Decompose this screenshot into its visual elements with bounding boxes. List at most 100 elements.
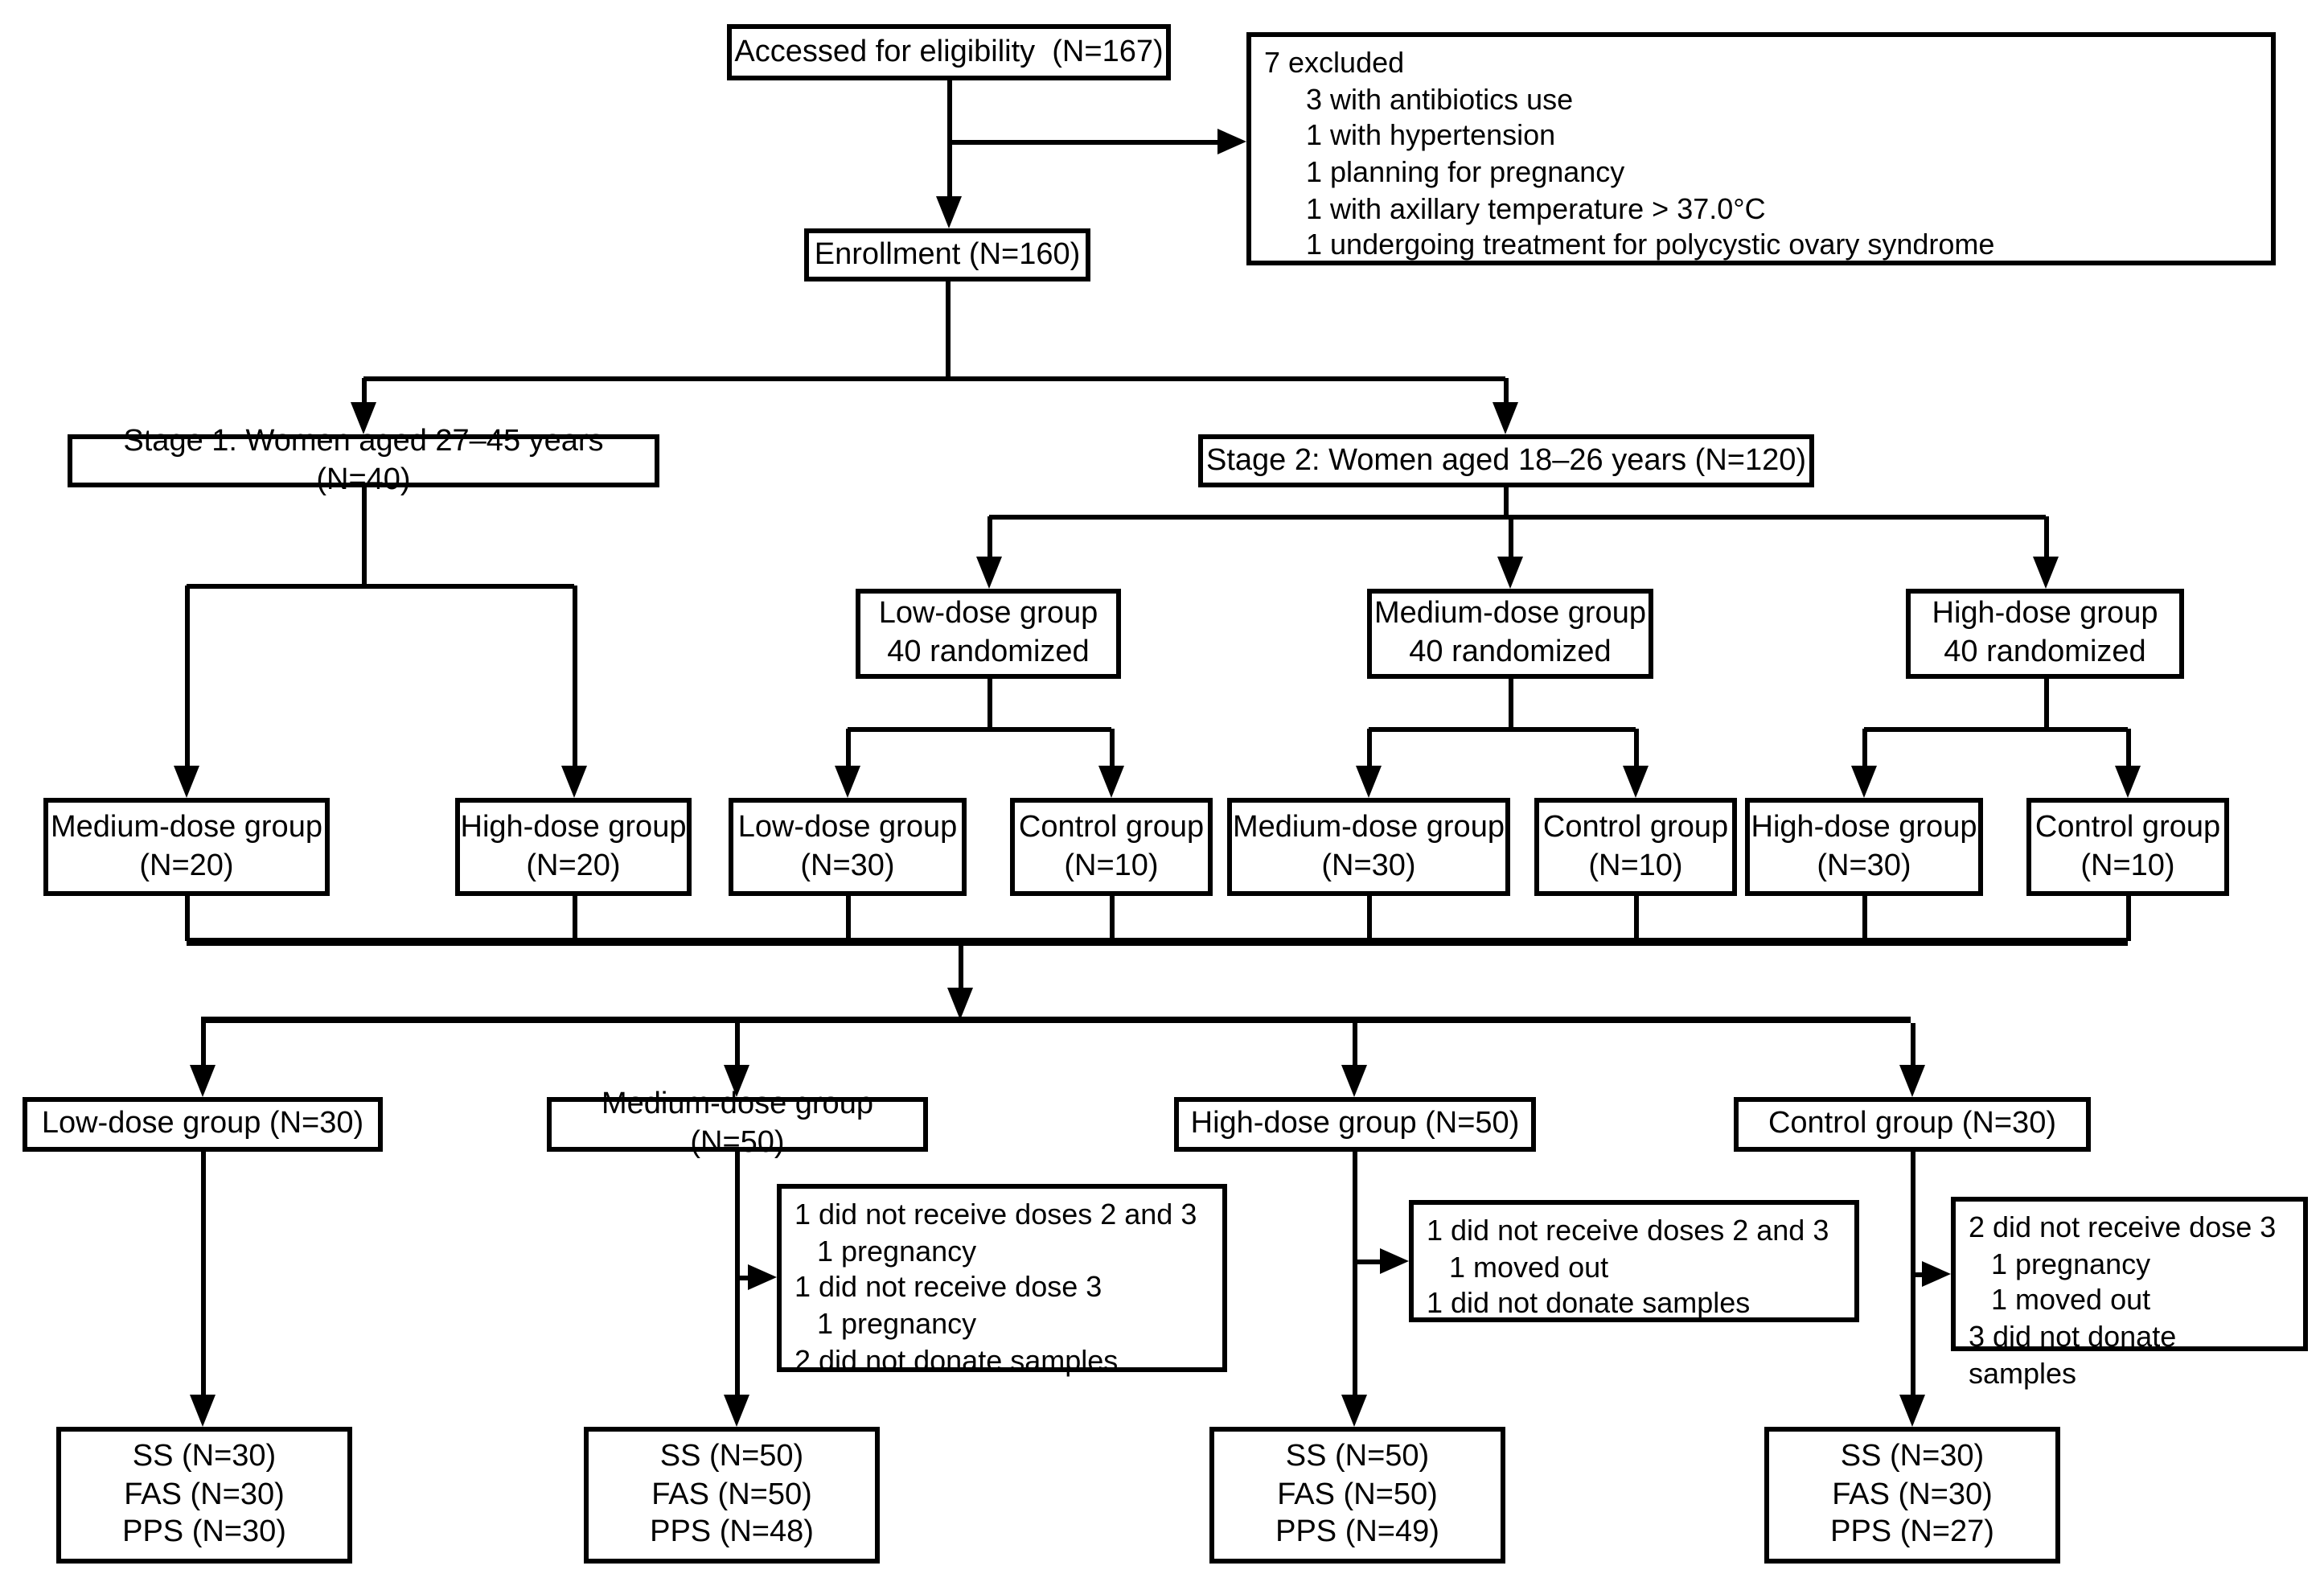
alloc-line: (N=30) — [1817, 849, 1911, 882]
arrowhead-right — [1380, 1248, 1409, 1274]
dropout-line: 1 pregnancy — [817, 1308, 977, 1341]
analysis-line: PPS (N=49) — [1275, 1515, 1439, 1550]
excluded-item: 1 planning for pregnancy — [1306, 156, 1625, 189]
analysis-line: FAS (N=30) — [1832, 1477, 1993, 1512]
dropout-line: 1 pregnancy — [1991, 1247, 2151, 1280]
connector-line — [200, 1152, 205, 1398]
analysis-line: SS (N=50) — [659, 1439, 804, 1473]
alloc-stage1-medium-box: Medium-dose group (N=20) — [43, 798, 330, 896]
connector-line — [187, 583, 574, 588]
arrowhead-down — [561, 766, 587, 798]
arrowhead-right — [748, 1264, 777, 1290]
alloc-line: (N=10) — [2080, 849, 2175, 882]
connector-line — [1109, 896, 1114, 941]
connector-line — [734, 1023, 739, 1068]
randomized-high-line2: 40 randomized — [1944, 635, 2146, 669]
connector-line — [2043, 516, 2048, 560]
randomized-low-line1: Low-dose group — [878, 597, 1098, 631]
stage2-box: Stage 2: Women aged 18–26 years (N=120) — [1198, 434, 1814, 487]
connector-line — [848, 726, 1111, 731]
analysis-line: PPS (N=48) — [650, 1515, 814, 1550]
connector-line — [1633, 729, 1638, 769]
alloc-low-control-box: Control group (N=10) — [1010, 798, 1213, 896]
analysis-control-box: SS (N=30) FAS (N=30) PPS (N=27) — [1764, 1427, 2060, 1564]
alloc-line: Medium-dose group — [1233, 810, 1505, 844]
analysis-line: PPS (N=27) — [1830, 1515, 1994, 1550]
alloc-line: Low-dose group — [737, 810, 958, 844]
connector-line — [1109, 729, 1114, 769]
eligibility-box: Accessed for eligibility (N=167) — [727, 24, 1171, 80]
excluded-item: 1 undergoing treatment for polycystic ov… — [1306, 228, 1995, 261]
excluded-item: 1 with axillary temperature > 37.0°C — [1306, 192, 1766, 225]
arrowhead-down — [2033, 557, 2059, 589]
connector-line — [1366, 729, 1371, 769]
bus-line — [187, 938, 2128, 946]
dropout-line: 1 moved out — [1449, 1251, 1609, 1284]
analysis-line: PPS (N=30) — [122, 1515, 286, 1550]
alloc-line: (N=10) — [1588, 849, 1683, 882]
connector-line — [1912, 1272, 1925, 1276]
arrowhead-down — [976, 557, 1002, 589]
connector-line — [363, 376, 1505, 380]
randomized-low-line2: 40 randomized — [887, 635, 1090, 669]
analysis-high-box: SS (N=50) FAS (N=50) PPS (N=49) — [1209, 1427, 1505, 1564]
randomized-high-line1: High-dose group — [1932, 597, 2158, 631]
dropout-line: 1 did not receive doses 2 and 3 — [1427, 1214, 1829, 1247]
dropout-line: 1 moved out — [1991, 1284, 2151, 1317]
analysis-line: FAS (N=50) — [651, 1477, 812, 1512]
alloc-line: (N=20) — [139, 849, 234, 882]
analysis-line: SS (N=30) — [1840, 1439, 1985, 1473]
arrowhead-down — [947, 988, 973, 1020]
connector-line — [1369, 726, 1636, 731]
arrowhead-down — [190, 1065, 216, 1097]
connector-line — [184, 586, 189, 769]
connector-line — [572, 896, 577, 941]
arrowhead-down — [1851, 766, 1877, 798]
dropout-line: 1 pregnancy — [817, 1235, 977, 1268]
connector-line — [1633, 896, 1638, 941]
arrowhead-down — [1497, 557, 1523, 589]
pooled-control-box: Control group (N=30) — [1734, 1097, 2091, 1152]
arrowhead-down — [1098, 766, 1124, 798]
dropout-medium-box: 1 did not receive doses 2 and 3 1 pregna… — [777, 1184, 1227, 1376]
arrowhead-down — [1899, 1065, 1925, 1097]
connector-line — [2043, 679, 2048, 730]
pooled-medium-box: Medium-dose group (N=50) — [547, 1087, 928, 1160]
pooled-low-box: Low-dose group (N=30) — [23, 1097, 383, 1152]
enrollment-box: Enrollment (N=160) — [804, 228, 1090, 281]
alloc-line: (N=10) — [1064, 849, 1159, 882]
connector-line — [845, 729, 850, 769]
alloc-high-control-box: Control group (N=10) — [2026, 798, 2229, 896]
alloc-medium-box: Medium-dose group (N=30) — [1227, 798, 1510, 896]
alloc-line: (N=30) — [800, 849, 895, 882]
alloc-stage1-high-box: High-dose group (N=20) — [455, 798, 692, 896]
connector-line — [737, 1275, 751, 1280]
analysis-line: SS (N=30) — [132, 1439, 277, 1473]
connector-line — [2125, 729, 2130, 769]
randomized-medium-line2: 40 randomized — [1409, 635, 1612, 669]
dropout-line: 2 did not receive dose 3 — [1969, 1211, 2277, 1243]
alloc-line: High-dose group — [1751, 810, 1977, 844]
dropout-line: 1 did not receive doses 2 and 3 — [795, 1198, 1197, 1231]
connector-line — [1503, 378, 1508, 405]
connector-line — [572, 586, 577, 769]
connector-line — [945, 281, 950, 378]
randomized-medium-box: Medium-dose group 40 randomized — [1367, 589, 1653, 679]
eligibility-label: Accessed for eligibility (N=167) — [734, 35, 1164, 69]
alloc-line: Control group — [2035, 810, 2221, 844]
connector-line — [1862, 729, 1866, 769]
alloc-line: Control group — [1542, 810, 1729, 844]
connector-line — [361, 378, 366, 405]
alloc-low-box: Low-dose group (N=30) — [729, 798, 967, 896]
connector-line — [1352, 1023, 1357, 1068]
alloc-line: Control group — [1018, 810, 1205, 844]
dropout-control-box: 2 did not receive dose 3 1 pregnancy 1 m… — [1951, 1197, 2308, 1389]
connector-line — [1508, 516, 1513, 560]
analysis-low-box: SS (N=30) FAS (N=30) PPS (N=30) — [56, 1427, 352, 1564]
connector-line — [1508, 679, 1513, 730]
randomized-medium-line1: Medium-dose group — [1374, 597, 1646, 631]
pooled-control-label: Control group (N=30) — [1768, 1107, 2056, 1141]
arrowhead-down — [1341, 1065, 1367, 1097]
connector-line — [958, 946, 963, 991]
arrowhead-down — [190, 1395, 216, 1427]
